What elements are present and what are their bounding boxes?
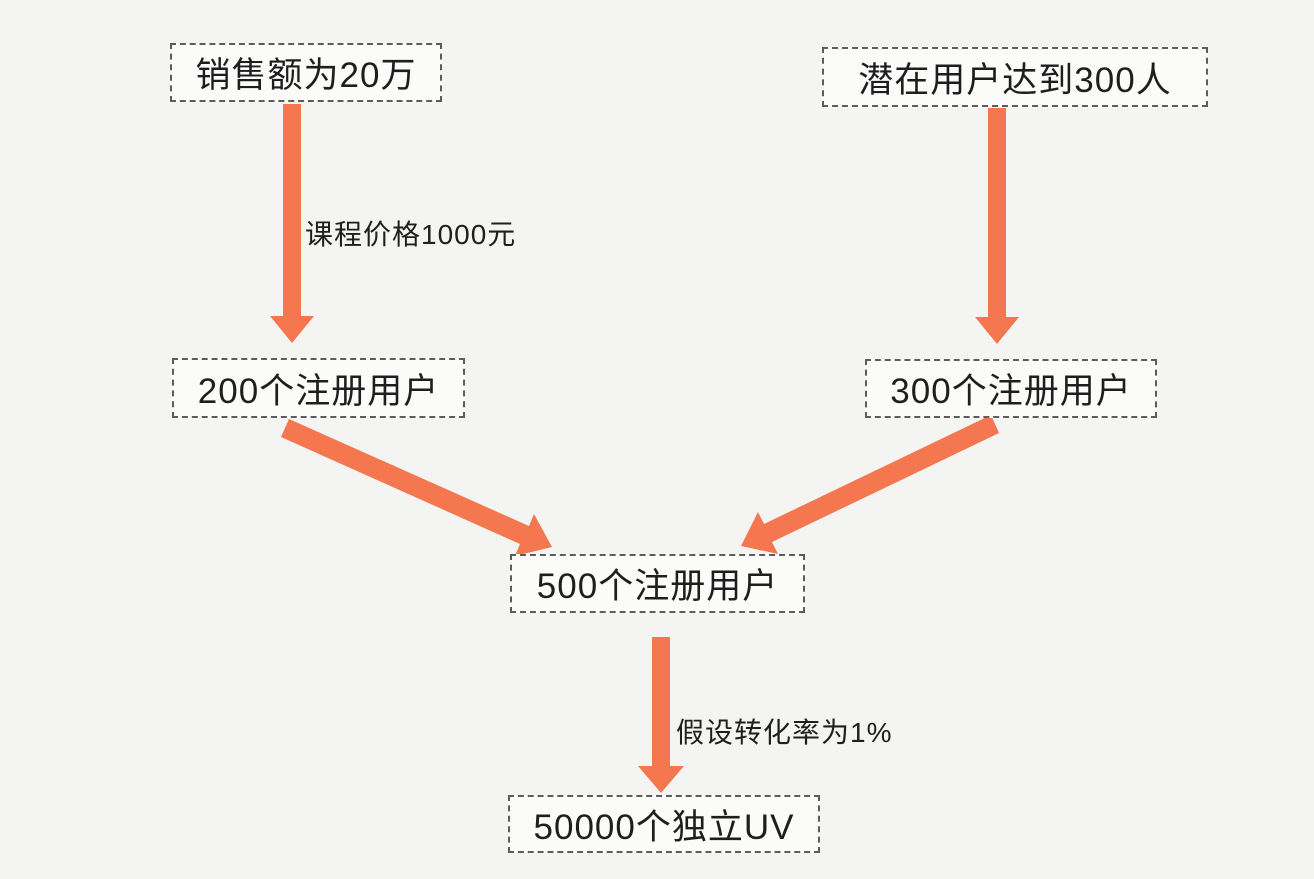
node-registered-300: 300个注册用户 <box>865 359 1157 418</box>
node-unique-uv: 50000个独立UV <box>508 795 820 853</box>
node-registered-200: 200个注册用户 <box>172 358 465 418</box>
node-potential-users-label: 潜在用户达到300人 <box>858 60 1172 100</box>
node-registered-500-label: 500个注册用户 <box>536 567 779 606</box>
arrow-300-to-500-icon <box>741 415 999 554</box>
node-registered-300-label: 300个注册用户 <box>890 372 1132 411</box>
node-registered-500: 500个注册用户 <box>510 554 805 613</box>
node-sales-amount: 销售额为20万 <box>170 43 442 102</box>
edge-label-course-price: 课程价格1000元 <box>305 219 517 250</box>
arrow-potential-to-300-icon <box>975 108 1019 344</box>
arrow-200-to-500-icon <box>281 419 552 556</box>
node-unique-uv-label: 50000个独立UV <box>533 807 795 847</box>
edge-label-conversion-rate: 假设转化率为1% <box>676 717 893 748</box>
node-potential-users: 潜在用户达到300人 <box>822 47 1208 107</box>
node-sales-amount-label: 销售额为20万 <box>195 56 417 95</box>
node-registered-200-label: 200个注册用户 <box>197 371 440 411</box>
